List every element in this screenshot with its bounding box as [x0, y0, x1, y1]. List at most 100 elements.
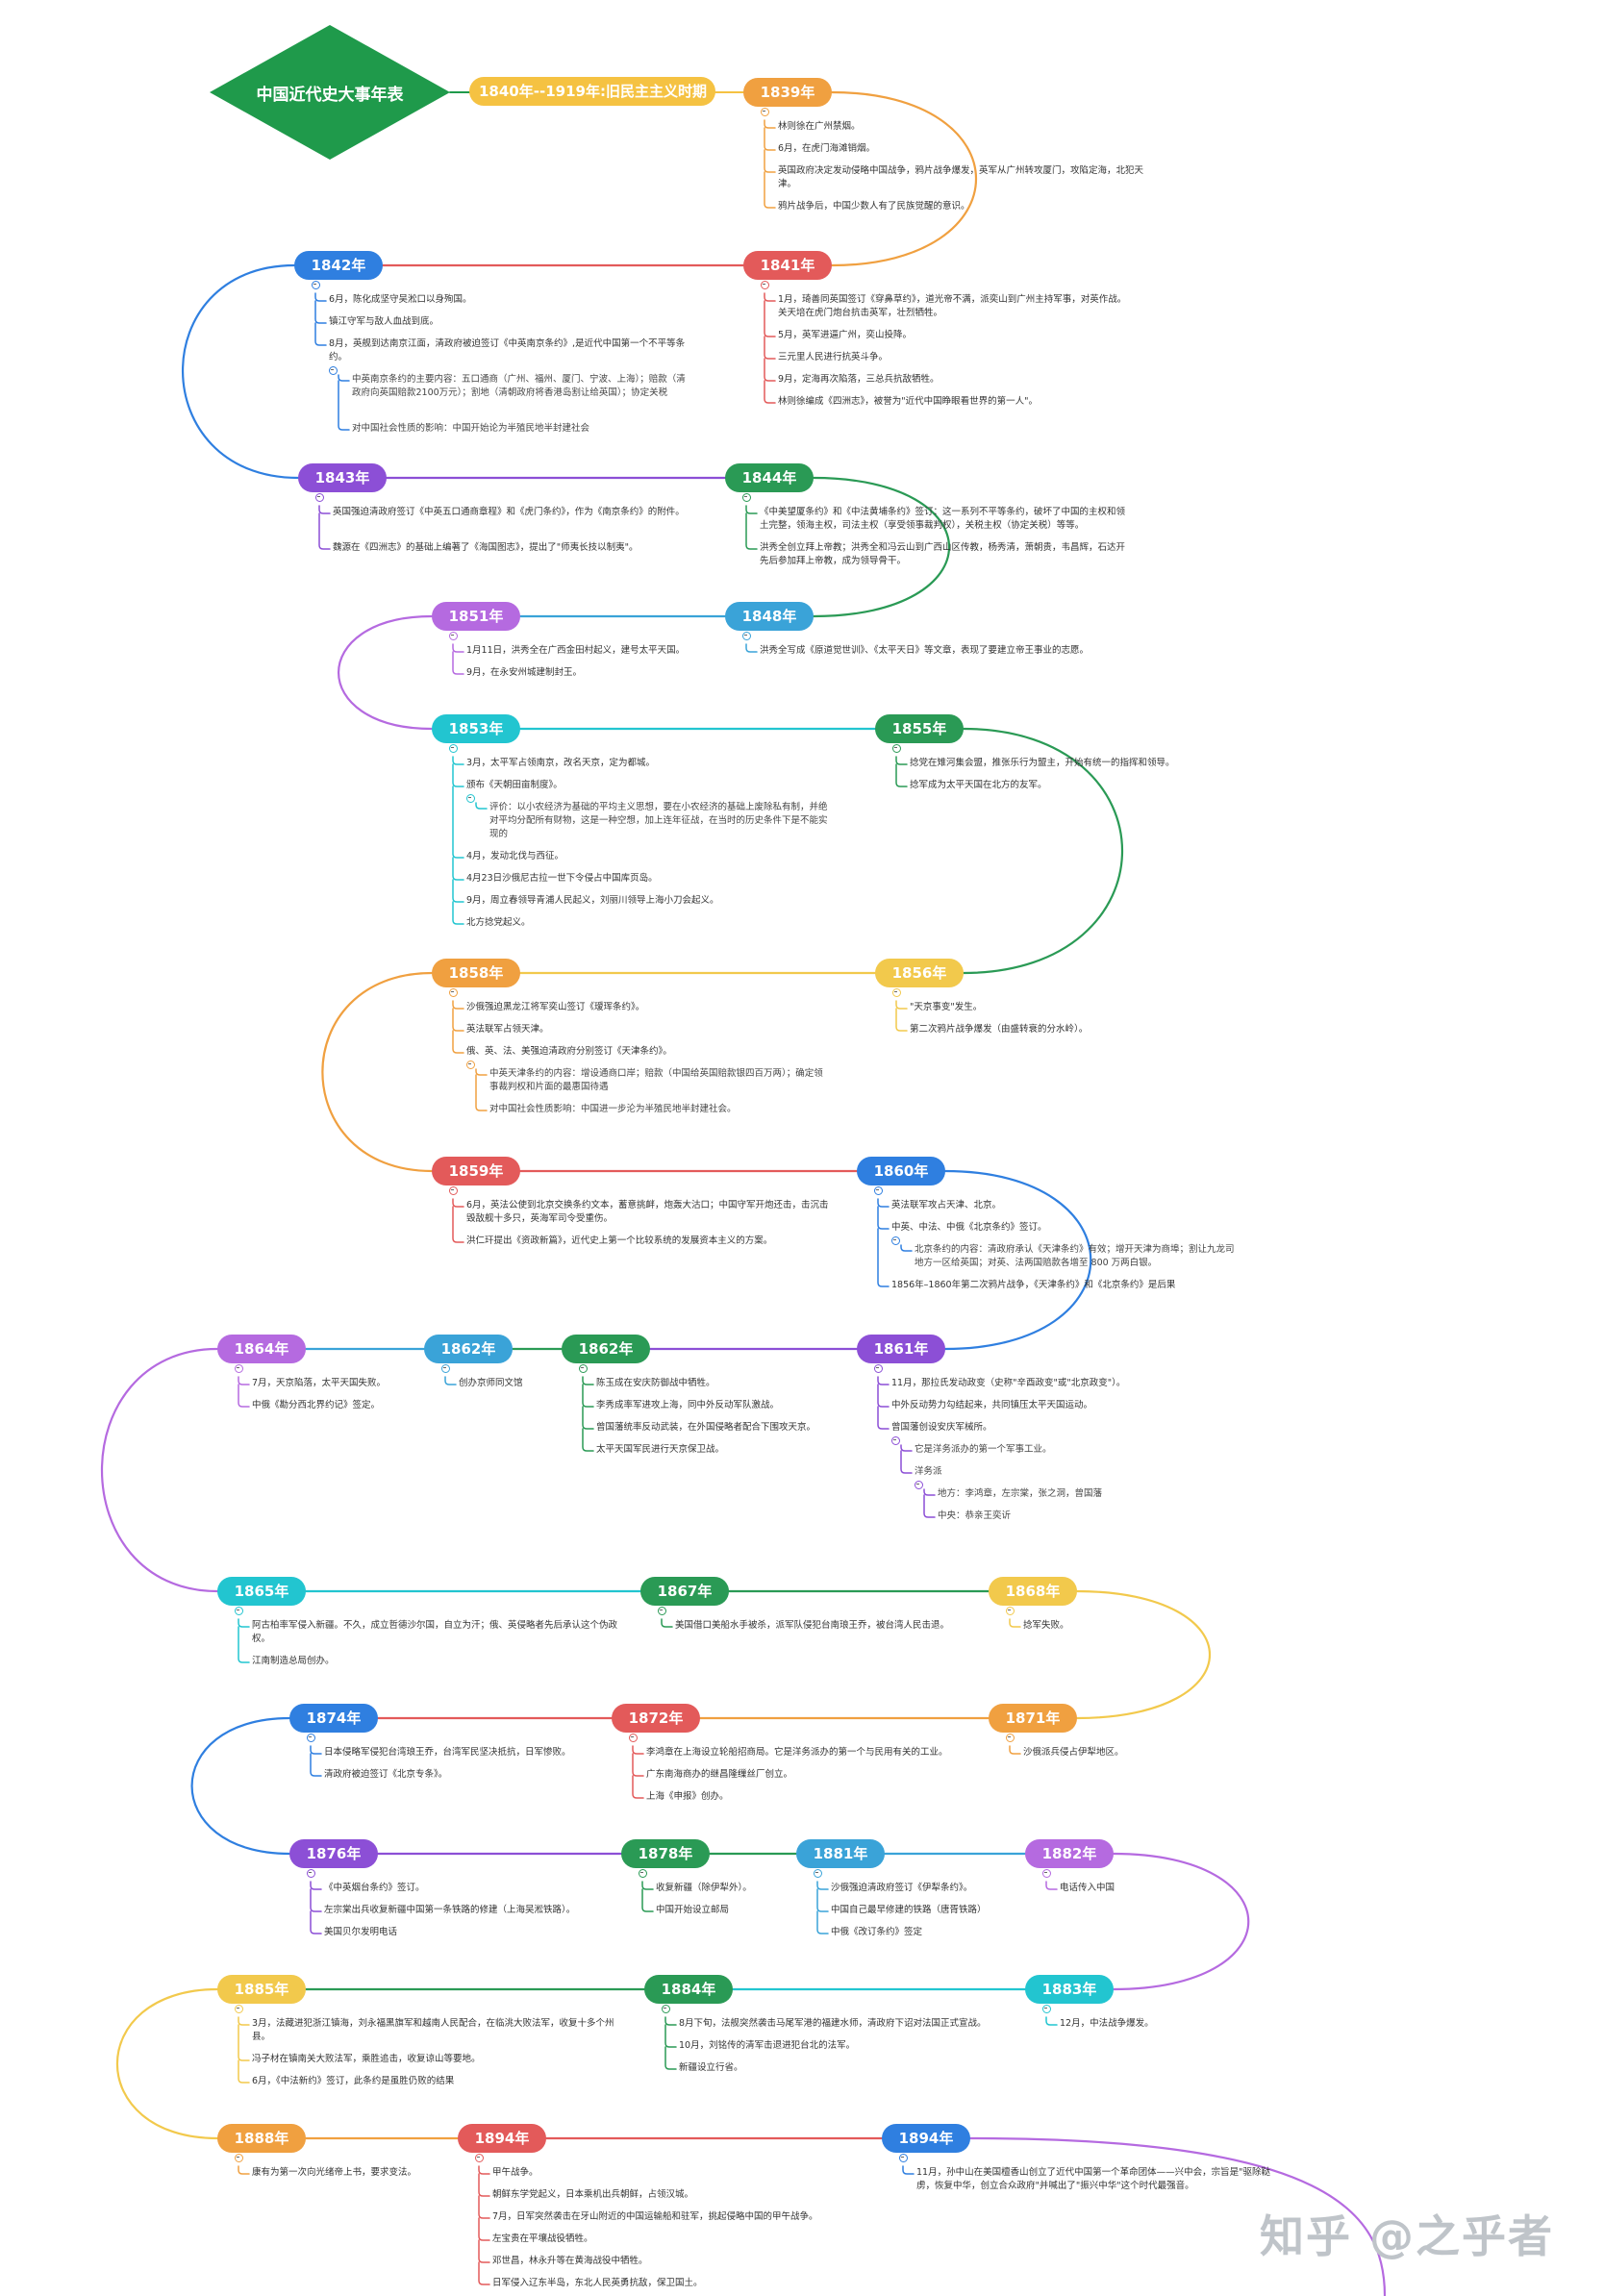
note-branch	[452, 1206, 464, 1243]
note-branch	[764, 336, 776, 360]
year-node-1861[interactable]: 1861年	[857, 1335, 945, 1363]
root-node[interactable]: 中国近代史大事年表	[210, 25, 450, 160]
year-node-1860[interactable]: 1860年	[857, 1157, 945, 1185]
collapse-toggle-icon[interactable]	[873, 1363, 883, 1373]
collapse-toggle-icon[interactable]	[474, 2153, 484, 2162]
event-note: 9月，周立春领导青浦人民起义，刘丽川领导上海小刀会起义。	[466, 895, 719, 906]
event-note: 评价：以小农经济为基础的平均主义思想，要在小农经济的基础上废除私有制，并绝对平均…	[489, 802, 828, 839]
year-node-1894a[interactable]: 1894年	[458, 2124, 546, 2153]
collapse-toggle-icon[interactable]	[873, 1185, 883, 1195]
year-node-1855[interactable]: 1855年	[875, 714, 964, 743]
collapse-toggle-icon[interactable]	[578, 1363, 588, 1373]
note-branch	[1045, 2016, 1058, 2026]
collapse-toggle-icon[interactable]	[741, 492, 751, 502]
year-node-1894b[interactable]: 1894年	[882, 2124, 970, 2153]
collapse-toggle-icon[interactable]	[448, 743, 458, 753]
year-node-1856[interactable]: 1856年	[875, 959, 964, 987]
collapse-toggle-icon[interactable]	[898, 2153, 908, 2162]
root-title: 中国近代史大事年表	[256, 85, 404, 105]
collapse-toggle-icon[interactable]	[890, 1435, 900, 1445]
event-note: 俄、英、法、美强迫清政府分别签订《天津条约》。	[466, 1046, 672, 1057]
year-node-1881[interactable]: 1881年	[796, 1839, 885, 1868]
year-node-1874[interactable]: 1874年	[289, 1704, 378, 1733]
year-node-1853[interactable]: 1853年	[432, 714, 520, 743]
collapse-toggle-icon[interactable]	[234, 2004, 243, 2013]
year-node-1858[interactable]: 1858年	[432, 959, 520, 987]
collapse-toggle-icon[interactable]	[760, 280, 769, 289]
year-node-1882[interactable]: 1882年	[1025, 1839, 1114, 1868]
collapse-toggle-icon[interactable]	[448, 1185, 458, 1195]
spine-tail	[968, 2136, 1387, 2296]
note-branch	[310, 1881, 322, 1890]
collapse-toggle-icon[interactable]	[234, 2153, 243, 2162]
event-note: 日军侵入辽东半岛，东北人民英勇抗敌，保卫国土。	[492, 2278, 703, 2288]
note-branch	[582, 1428, 594, 1452]
collapse-toggle-icon[interactable]	[311, 280, 320, 289]
year-node-1862a[interactable]: 1862年	[424, 1335, 513, 1363]
collapse-toggle-icon[interactable]	[657, 1606, 666, 1615]
collapse-toggle-icon[interactable]	[914, 1480, 923, 1489]
collapse-toggle-icon[interactable]	[234, 1363, 243, 1373]
collapse-toggle-icon[interactable]	[306, 1733, 315, 1742]
year-node-1843[interactable]: 1843年	[298, 463, 387, 492]
collapse-toggle-icon[interactable]	[234, 1606, 243, 1615]
collapse-toggle-icon[interactable]	[1041, 1868, 1051, 1878]
year-node-1859[interactable]: 1859年	[432, 1157, 520, 1185]
note-branch	[452, 1008, 464, 1032]
year-node-1872[interactable]: 1872年	[612, 1704, 700, 1733]
note-branch	[745, 643, 758, 653]
collapse-toggle-icon[interactable]	[760, 107, 769, 116]
collapse-toggle-icon[interactable]	[890, 1235, 900, 1245]
year-node-1842[interactable]: 1842年	[294, 251, 383, 280]
collapse-toggle-icon[interactable]	[813, 1868, 822, 1878]
collapse-toggle-icon[interactable]	[661, 2004, 670, 2013]
year-node-1878[interactable]: 1878年	[621, 1839, 710, 1868]
year-node-1844[interactable]: 1844年	[725, 463, 814, 492]
collapse-toggle-icon[interactable]	[891, 743, 901, 753]
year-node-1839[interactable]: 1839年	[743, 78, 832, 107]
collapse-toggle-icon[interactable]	[448, 631, 458, 640]
collapse-toggle-icon[interactable]	[1005, 1606, 1015, 1615]
collapse-toggle-icon[interactable]	[465, 1060, 475, 1069]
collapse-toggle-icon[interactable]	[448, 987, 458, 997]
year-node-1885[interactable]: 1885年	[217, 1975, 306, 2004]
year-node-1871[interactable]: 1871年	[989, 1704, 1077, 1733]
year-node-1888[interactable]: 1888年	[217, 2124, 306, 2153]
collapse-toggle-icon[interactable]	[628, 1733, 638, 1742]
event-note: 4月，发动北伐与西征。	[466, 851, 564, 861]
collapse-toggle-icon[interactable]	[1005, 1733, 1015, 1742]
period-label[interactable]: 1840年--1919年:旧民主主义时期	[469, 77, 715, 106]
note-branch	[452, 651, 464, 675]
collapse-toggle-icon[interactable]	[306, 1868, 315, 1878]
collapse-toggle-icon[interactable]	[891, 987, 901, 997]
collapse-toggle-icon[interactable]	[741, 631, 751, 640]
event-note: 6月，在虎门海滩销烟。	[778, 143, 876, 154]
collapse-toggle-icon[interactable]	[1041, 2004, 1051, 2013]
note-branch	[475, 802, 488, 810]
collapse-toggle-icon[interactable]	[328, 365, 338, 375]
year-node-1883[interactable]: 1883年	[1025, 1975, 1114, 2004]
event-note: 鸦片战争后，中国少数人有了民族觉醒的意识。	[778, 201, 970, 212]
note-branch	[582, 1384, 594, 1408]
event-note: 镇江守军与敌人血战到底。	[329, 316, 439, 327]
year-node-1876[interactable]: 1876年	[289, 1839, 378, 1868]
collapse-toggle-icon[interactable]	[440, 1363, 450, 1373]
year-node-1865[interactable]: 1865年	[217, 1577, 306, 1606]
collapse-toggle-icon[interactable]	[638, 1868, 647, 1878]
event-note: 7月，日军突然袭击在牙山附近的中国运输船和驻军，挑起侵略中国的甲午战争。	[492, 2211, 818, 2222]
event-note: 3月，太平军占领南京，改名天京，定为都城。	[466, 758, 656, 768]
event-note: 李鸿章在上海设立轮船招商局。它是洋务派办的第一个与民用有关的工业。	[646, 1747, 948, 1758]
event-note: 地方：李鸿章，左宗棠，张之洞，曾国藩	[938, 1488, 1103, 1499]
collapse-toggle-icon[interactable]	[314, 492, 324, 502]
year-node-1864[interactable]: 1864年	[217, 1335, 306, 1363]
year-node-1867[interactable]: 1867年	[640, 1577, 729, 1606]
year-node-1851[interactable]: 1851年	[432, 602, 520, 631]
year-node-1848[interactable]: 1848年	[725, 602, 814, 631]
year-node-1841[interactable]: 1841年	[743, 251, 832, 280]
collapse-toggle-icon[interactable]	[465, 793, 475, 803]
year-node-1868[interactable]: 1868年	[989, 1577, 1077, 1606]
year-node-1862b[interactable]: 1862年	[562, 1335, 650, 1363]
year-node-1884[interactable]: 1884年	[644, 1975, 733, 2004]
event-note: 三元里人民进行抗英斗争。	[778, 352, 889, 362]
